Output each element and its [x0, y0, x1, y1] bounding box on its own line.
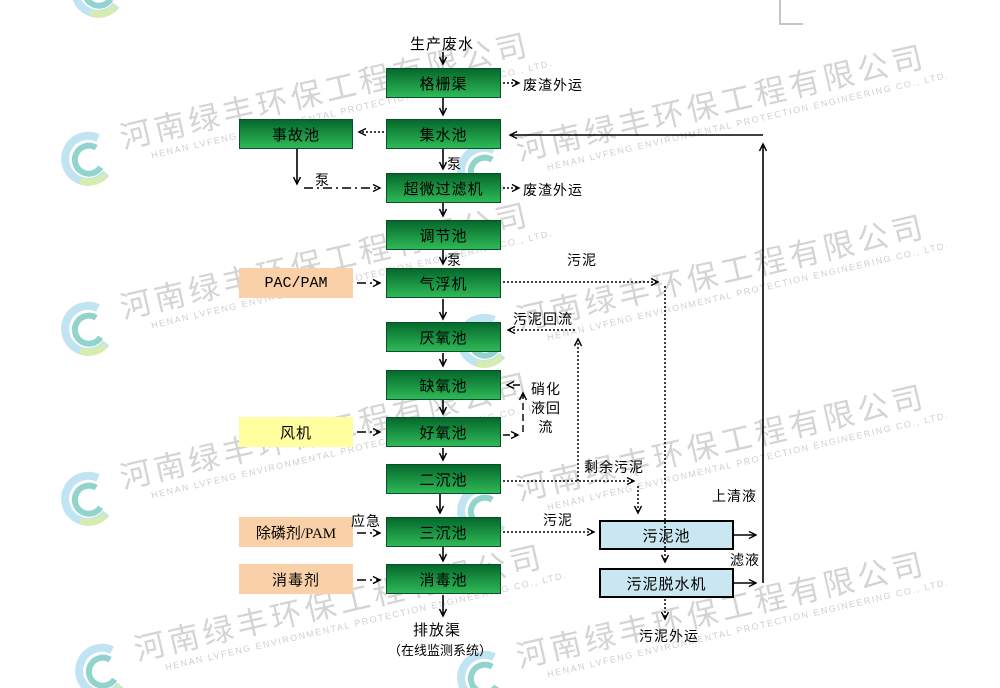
- node-air-flotation: 气浮机: [386, 268, 501, 298]
- label-sludge-return: 污泥回流: [513, 313, 573, 328]
- label-discharge: 排放渠: [413, 623, 462, 639]
- label-waste-out-filter: 废渣外运: [523, 184, 583, 199]
- label-online-monitor: （在线监测系统）: [388, 643, 493, 658]
- company-logo-icon: [75, 643, 124, 688]
- label-excess-sludge: 剩余污泥: [584, 461, 644, 476]
- label-emergency: 应急: [351, 515, 381, 530]
- label-pump-collection: 泵: [447, 158, 462, 173]
- node-aerobic-tank: 好氧池: [386, 417, 501, 447]
- company-logo-icon: [61, 471, 110, 526]
- node-secondary-sedimentation: 二沉池: [386, 464, 501, 494]
- node-pac-pam: PAC/PAM: [239, 268, 353, 298]
- node-disinfection-tank: 消毒池: [386, 564, 501, 594]
- node-anaerobic-tank: 厌氧池: [386, 322, 501, 352]
- node-accident-tank: 事故池: [239, 119, 353, 149]
- label-waste-out-top: 废渣外运: [523, 79, 583, 94]
- label-filtrate: 滤液: [730, 554, 760, 569]
- node-ultra-filter: 超微过滤机: [386, 173, 501, 203]
- node-grid-channel: 格栅渠: [386, 68, 501, 98]
- label-nitrify-line2: 液回: [531, 402, 561, 417]
- node-regulating-tank: 调节池: [386, 220, 501, 250]
- watermark-tile: 河南绿丰环保工程有限公司 HENAN LVFENG ENVIRONMENTAL …: [56, 27, 570, 196]
- watermark-tile: 河南绿丰环保工程有限公司 HENAN LVFENG ENVIRONMENTAL …: [56, 367, 570, 536]
- node-sludge-dewatering: 污泥脱水机: [599, 568, 734, 598]
- label-nitrify-line3: 流: [538, 421, 554, 436]
- company-logo-icon: [457, 650, 506, 688]
- label-pump-regulating: 泵: [447, 254, 462, 269]
- label-source: 生产废水: [410, 37, 475, 53]
- label-supernatant: 上清液: [712, 490, 757, 505]
- node-phosphorus-removal: 除磷剂/PAM: [239, 517, 353, 547]
- watermark-tile: 河南绿丰环保工程有限公司 HENAN LVFENG ENVIRONMENTAL …: [66, 0, 580, 28]
- watermark-tile: 河南绿丰环保工程有限公司 HENAN LVFENG ENVIRONMENTAL …: [70, 539, 584, 688]
- label-nitrified-liquid-return: 硝化 液回 流: [523, 381, 569, 438]
- watermark-company-cn: 河南绿丰环保工程有限公司: [512, 38, 930, 168]
- label-sludge-out: 污泥外运: [639, 630, 699, 645]
- company-logo-icon: [71, 0, 120, 18]
- label-sludge-flotation: 污泥: [567, 254, 597, 269]
- watermark-tile: 河南绿丰环保工程有限公司 HENAN LVFENG ENVIRONMENTAL …: [452, 546, 966, 688]
- node-sludge-tank: 污泥池: [599, 520, 734, 550]
- node-disinfectant: 消毒剂: [239, 564, 353, 594]
- label-nitrify-line1: 硝化: [531, 383, 561, 398]
- node-tertiary-sedimentation: 三沉池: [386, 517, 501, 547]
- label-sludge-tertiary: 污泥: [543, 514, 573, 529]
- node-anoxic-tank: 缺氧池: [386, 370, 501, 400]
- watermark-company-cn: 河南绿丰环保工程有限公司: [116, 196, 534, 326]
- watermark-company-cn: 河南绿丰环保工程有限公司: [512, 208, 930, 338]
- company-logo-icon: [61, 131, 110, 186]
- node-collection-tank: 集水池: [386, 119, 501, 149]
- company-logo-icon: [61, 301, 110, 356]
- watermark-tile: 河南绿丰环保工程有限公司 HENAN LVFENG ENVIRONMENTAL …: [56, 197, 570, 366]
- node-fan: 风机: [239, 417, 353, 447]
- label-pump-accident: 泵: [315, 174, 330, 189]
